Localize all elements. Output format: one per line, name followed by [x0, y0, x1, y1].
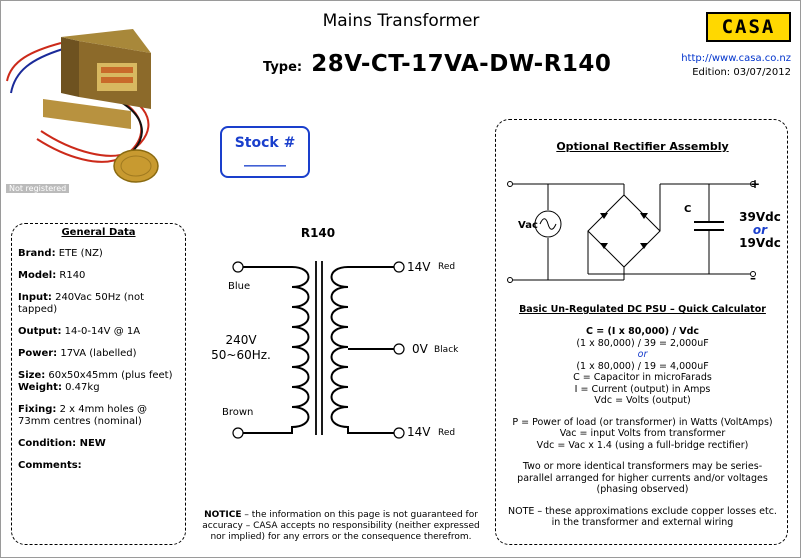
- tap-mid-color: Black: [434, 345, 459, 355]
- terminal-primary-bottom: [232, 427, 244, 439]
- calculator-example-1: (1 x 80,000) / 39 = 2,000uF: [576, 337, 709, 349]
- stock-box: Stock # ______: [220, 126, 310, 178]
- vac-label: Vac: [518, 220, 538, 231]
- output-terminal-positive: [750, 181, 756, 187]
- spec-power: Power: 17VA (labelled): [18, 348, 137, 359]
- stock-blank: ______: [244, 151, 286, 167]
- primary-top-color: Blue: [228, 281, 250, 292]
- bridge-rectifier-icon: [587, 194, 661, 268]
- calculator-body: C = (I x 80,000) / Vdc (1 x 80,000) / 39…: [496, 326, 789, 529]
- page-title: Mains Transformer: [322, 11, 480, 31]
- terminal-secondary-top: [393, 261, 405, 273]
- calculator-series-note-3: (phasing observed): [596, 484, 689, 495]
- diode-icon: [600, 243, 608, 249]
- notice-label: NOTICE: [204, 510, 242, 520]
- general-data-panel: General Data Brand: ETE (NZ) Model: R140…: [11, 223, 186, 545]
- primary-winding: [243, 266, 310, 434]
- spec-model: Model: R140: [18, 270, 86, 281]
- terminal-centre-tap: [393, 343, 405, 355]
- minus-sign: –: [750, 271, 756, 285]
- calculator-vac-def: Vac = input Volts from transformer: [559, 428, 726, 439]
- spec-fixing: Fixing: 2 x 4mm holes @ 73mm centres (no…: [18, 404, 148, 427]
- rectifier-title: Optional Rectifier Assembly: [556, 140, 729, 153]
- terminal-secondary-bottom: [393, 427, 405, 439]
- website-link[interactable]: http://www.casa.co.nz: [681, 53, 791, 64]
- tap-top-voltage: 14V: [407, 260, 431, 274]
- rectifier-panel: Optional Rectifier Assembly Vac: [495, 119, 788, 545]
- spec-weight: Weight: 0.47kg: [18, 382, 100, 393]
- spec-comments: Comments:: [18, 460, 82, 471]
- primary-frequency: 50~60Hz.: [211, 348, 271, 362]
- stock-label: Stock #: [234, 135, 296, 151]
- terminal-primary-top: [232, 261, 244, 273]
- output-terminal-negative: [750, 271, 756, 277]
- schematic-model: R140: [301, 226, 335, 240]
- calculator-power-def: P = Power of load (or transformer) in Wa…: [512, 416, 773, 428]
- sine-wave-icon: [539, 218, 557, 230]
- calculator-series-note-1: Two or more identical transformers may b…: [522, 461, 763, 472]
- output-voltage-high: 39Vdc: [739, 210, 781, 224]
- transformer-schematic: R140 Blue Brown 240V 50~60Hz. 14V Red 0V…: [211, 226, 459, 439]
- calculator-def-i: I = Current (output) in Amps: [574, 383, 711, 395]
- calculator-def-c: C = Capacitor in microFarads: [573, 372, 712, 383]
- output-voltage-or: or: [753, 223, 768, 237]
- input-terminal-top: [507, 181, 513, 187]
- calculator-note-2: in the transformer and external wiring: [551, 517, 734, 528]
- spec-condition: Condition: NEW: [18, 438, 106, 449]
- secondary-winding: [330, 266, 394, 434]
- diode-icon: [640, 213, 648, 219]
- edition-date: Edition: 03/07/2012: [692, 67, 791, 78]
- type-line: Type: 28V-CT-17VA-DW-R140: [263, 51, 611, 77]
- diode-icon: [600, 213, 608, 219]
- spec-size: Size: 60x50x45mm (plus feet): [18, 370, 173, 381]
- calculator-example-2: (1 x 80,000) / 19 = 4,000uF: [576, 360, 709, 372]
- watermark-label: Not registered: [6, 184, 70, 193]
- spec-output: Output: 14-0-14V @ 1A: [18, 326, 141, 337]
- rectifier-schematic: Vac C + – 39Vdc: [507, 177, 781, 285]
- calculator-title: Basic Un-Regulated DC PSU – Quick Calcul…: [519, 304, 766, 315]
- transformer-photo: [1, 1, 197, 197]
- calculator-series-note-2: parallel arranged for higher currents an…: [517, 472, 768, 484]
- type-value: 28V-CT-17VA-DW-R140: [311, 51, 612, 77]
- calculator-vdc-rule: Vdc = Vac x 1.4 (using a full-bridge rec…: [536, 439, 749, 451]
- notice-text: – the information on this page is not gu…: [202, 510, 480, 542]
- general-data-title: General Data: [61, 227, 136, 238]
- calculator-def-vdc: Vdc = Volts (output): [594, 395, 691, 406]
- tap-bot-color: Red: [438, 428, 455, 438]
- capacitor-label: C: [684, 204, 691, 215]
- input-terminal-bottom: [507, 277, 513, 283]
- calculator-formula: C = (I x 80,000) / Vdc: [585, 326, 700, 337]
- disclaimer-notice: NOTICE – the information on this page is…: [196, 510, 486, 543]
- primary-bottom-color: Brown: [222, 407, 253, 418]
- diode-icon: [640, 243, 648, 249]
- calculator-note-1: NOTE – these approximations exclude copp…: [508, 505, 777, 517]
- tap-bot-voltage: 14V: [407, 425, 431, 439]
- plus-sign: +: [750, 177, 760, 191]
- casa-logo: CASA: [706, 12, 791, 42]
- primary-voltage: 240V: [225, 333, 257, 347]
- logo-text: CASA: [721, 16, 776, 38]
- type-label: Type:: [263, 60, 303, 75]
- spec-brand: Brand: ETE (NZ): [18, 248, 103, 259]
- calculator-or: or: [637, 349, 648, 360]
- tap-top-color: Red: [438, 262, 455, 272]
- spec-input: Input: 240Vac 50Hz (not tapped): [18, 292, 144, 315]
- tap-mid-voltage: 0V: [412, 342, 429, 356]
- output-voltage-low: 19Vdc: [739, 236, 781, 250]
